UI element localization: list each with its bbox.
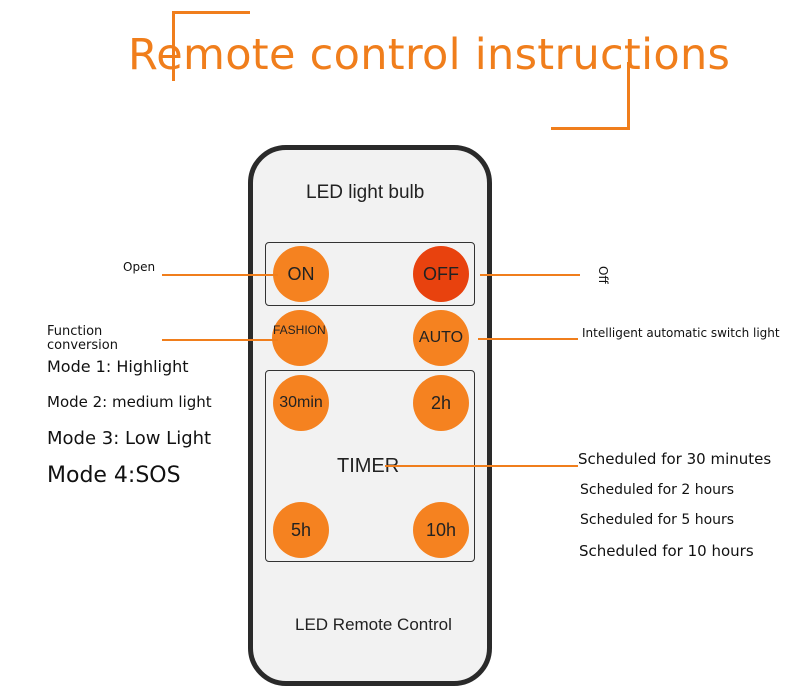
on-button[interactable]: ON (273, 246, 329, 302)
mode-3-label: Mode 3: Low Light (47, 428, 212, 449)
mode-1-label: Mode 1: Highlight (47, 357, 189, 376)
title-bracket-top (172, 11, 250, 14)
off-label: Off (596, 266, 610, 284)
open-callout-line (162, 274, 278, 276)
off-callout-line (480, 274, 580, 276)
open-label: Open (123, 260, 156, 274)
timer-10h-button[interactable]: 10h (413, 502, 469, 558)
off-button[interactable]: OFF (413, 246, 469, 302)
schedule-10h-label: Scheduled for 10 hours (579, 542, 754, 560)
schedule-5h-label: Scheduled for 5 hours (580, 512, 735, 528)
intelligent-label: Intelligent automatic switch light (582, 326, 780, 340)
remote-footer: LED Remote Control (295, 615, 452, 634)
timer-2h-button[interactable]: 2h (413, 375, 469, 431)
timer-30min-button[interactable]: 30min (273, 375, 329, 431)
title-bracket-bottom (551, 127, 630, 130)
mode-2-label: Mode 2: medium light (47, 393, 212, 411)
fashion-callout-line (162, 339, 278, 341)
title-bracket-right (627, 62, 630, 130)
fashion-button-label: FASHION (273, 323, 326, 337)
title-bracket-left (172, 11, 175, 81)
timer-5h-button[interactable]: 5h (273, 502, 329, 558)
function-conversion-label-1: Function (47, 324, 103, 339)
auto-callout-line (478, 338, 578, 340)
page-title: Remote control instructions (128, 30, 731, 80)
timer-label: TIMER (337, 455, 400, 477)
fashion-button[interactable] (272, 310, 328, 366)
schedule-30min-label: Scheduled for 30 minutes (578, 450, 772, 468)
mode-4-label: Mode 4:SOS (47, 463, 181, 488)
timer-callout-line (385, 465, 578, 467)
remote-header: LED light bulb (306, 182, 425, 203)
schedule-2h-label: Scheduled for 2 hours (580, 482, 735, 498)
function-conversion-label-2: conversion (47, 338, 118, 353)
auto-button[interactable]: AUTO (413, 310, 469, 366)
